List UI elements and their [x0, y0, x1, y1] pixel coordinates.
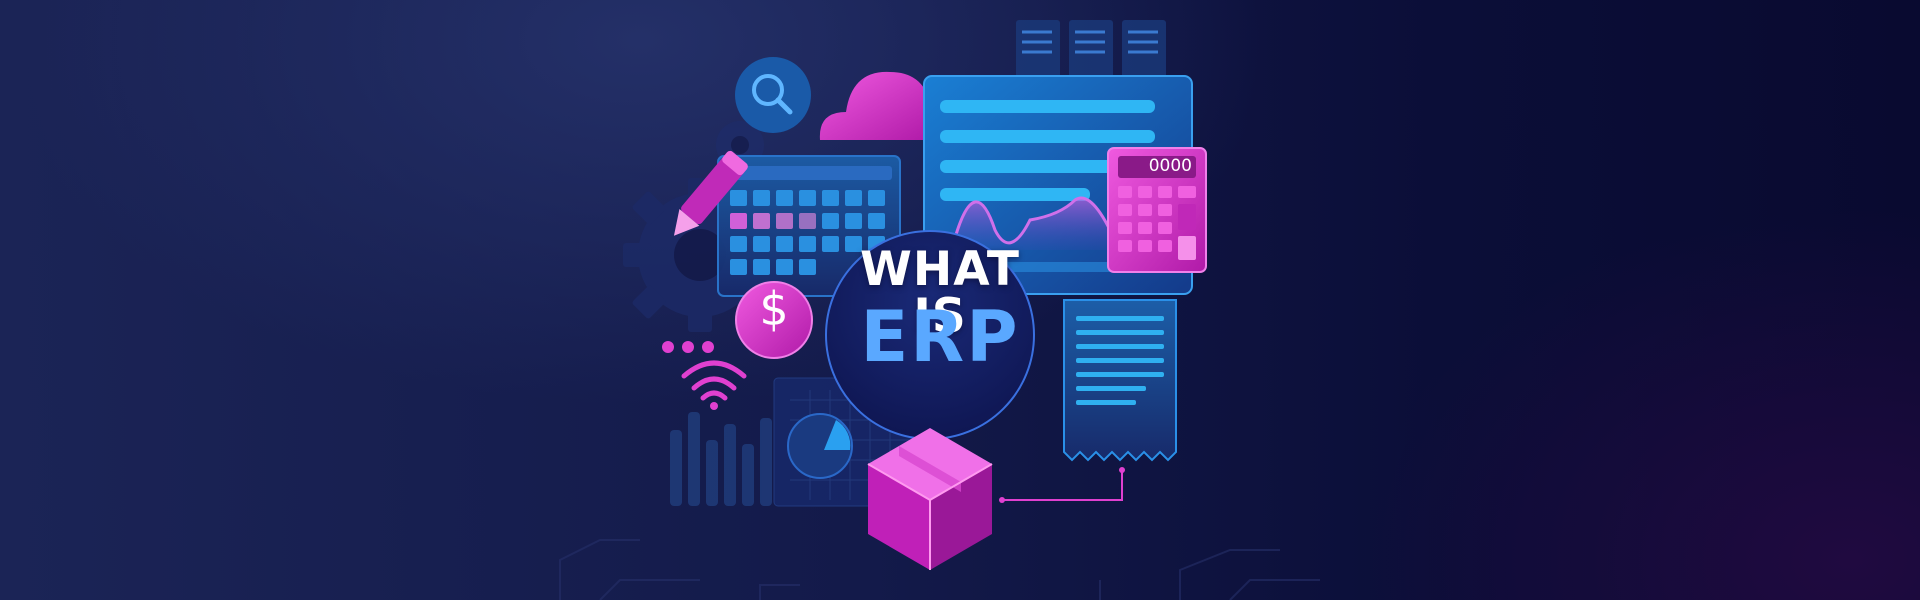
dollar-symbol: $ [759, 282, 789, 336]
headline-erp: ERP [860, 296, 1020, 378]
calendar-icon [717, 155, 901, 297]
package-box-icon [867, 428, 993, 570]
dots-icon [662, 341, 714, 353]
dollar-coin-icon [735, 281, 813, 359]
circuit-lines [559, 539, 1320, 600]
calculator-display: 0000 [1148, 156, 1192, 176]
cloud-icon [819, 71, 930, 140]
receipt-icon [1063, 299, 1177, 462]
server-icon [1016, 20, 1166, 90]
pencil-icon [673, 150, 748, 236]
headline-what-is: WHAT IS [860, 242, 1020, 344]
bar-chart-icon [670, 412, 772, 506]
wifi-icon [681, 360, 747, 401]
calculator-icon [1107, 147, 1207, 273]
connector-line [1002, 470, 1123, 501]
search-icon [735, 57, 811, 133]
